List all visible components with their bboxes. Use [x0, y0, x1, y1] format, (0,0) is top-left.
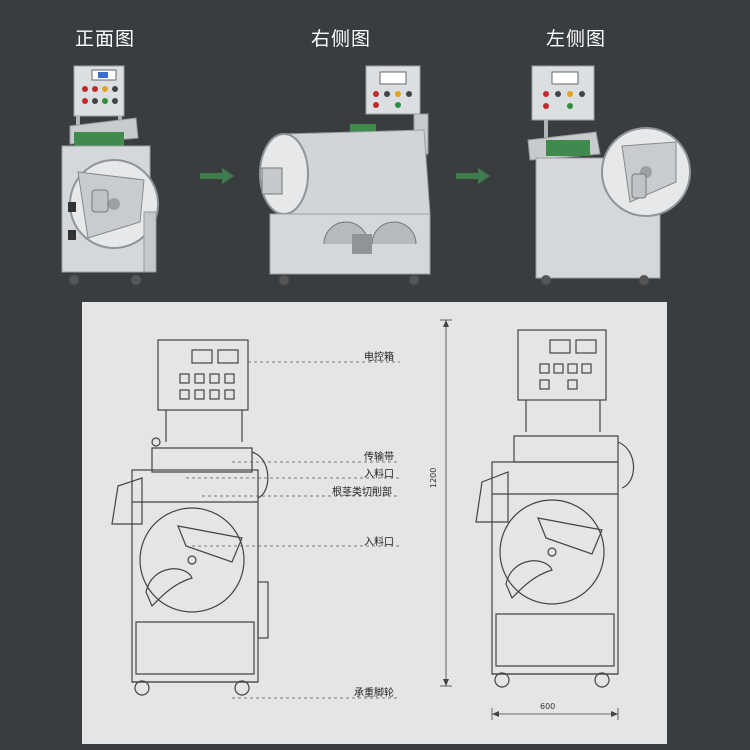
width-dimension-label: 600: [540, 702, 556, 711]
feed-inlet-top-label: 入料口: [364, 469, 394, 480]
caster-wheels-label: 承重脚轮: [354, 688, 394, 699]
left-view-machine-photo: [527, 65, 691, 285]
technical-drawing: [111, 319, 635, 720]
arrow-icon: [200, 168, 234, 184]
control-box-label: 电控箱: [364, 352, 394, 363]
arrow-icon: [456, 168, 490, 184]
front-view-title: 正面图: [74, 28, 135, 50]
left-view-title: 左侧图: [545, 28, 606, 50]
right-view-title: 右侧图: [310, 28, 371, 50]
root-stem-cutter-label: 根茎类切削部: [332, 487, 392, 498]
conveyor-belt-label: 传输带: [364, 452, 394, 463]
technical-drawing-panel: 电控箱 传输带 入料口 根茎类切削部 入料口 承重脚轮 1200 600: [82, 302, 667, 744]
height-dimension-label: 1200: [429, 467, 438, 488]
right-view-machine-photo: [259, 65, 431, 285]
feed-inlet-side-label: 入料口: [364, 537, 394, 548]
front-view-machine-photo: [61, 65, 159, 285]
